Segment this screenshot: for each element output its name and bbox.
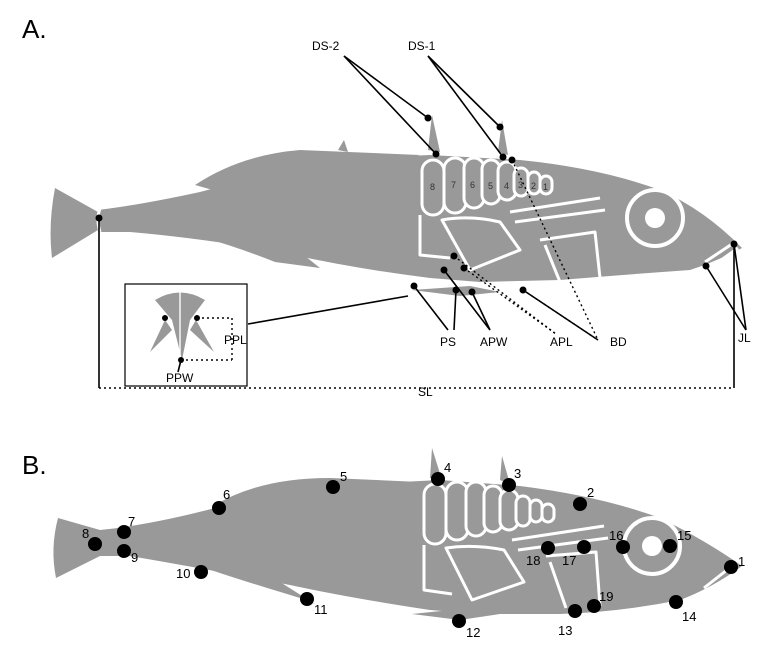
fish-a: 8 7 6 5 4 3 2 1: [50, 115, 742, 296]
svg-text:18: 18: [526, 553, 540, 568]
svg-text:14: 14: [682, 609, 696, 624]
label-apl: APL: [550, 335, 573, 349]
panel-a-leaders: [95, 55, 747, 389]
svg-text:8: 8: [82, 526, 89, 541]
dorsal-spine-1: [498, 120, 508, 155]
gill-lines-b: [511, 524, 609, 609]
landmark-6: 6: [212, 487, 230, 515]
landmark-3: 3: [502, 466, 521, 492]
landmark-11: 11: [300, 592, 328, 617]
landmark-14: 14: [669, 595, 696, 624]
svg-text:17: 17: [562, 553, 576, 568]
panel-b: B.: [22, 448, 745, 640]
landmark-17: 17: [562, 540, 591, 568]
label-ps: PS: [440, 335, 456, 349]
svg-text:8: 8: [430, 182, 435, 192]
svg-text:3: 3: [514, 466, 521, 481]
landmark-7: 7: [117, 514, 135, 539]
svg-text:6: 6: [470, 180, 475, 190]
landmark-15: 15: [663, 528, 691, 553]
svg-text:3: 3: [518, 180, 523, 190]
svg-text:4: 4: [444, 460, 451, 475]
svg-text:7: 7: [451, 180, 456, 190]
caudal-fin-b: [53, 518, 100, 578]
landmark-2: 2: [573, 485, 594, 511]
fish-body-b: [100, 480, 742, 614]
svg-text:9: 9: [131, 550, 138, 565]
landmark-4: 4: [431, 460, 451, 486]
label-ppl: PPL: [224, 333, 247, 347]
landmark-1: 1: [724, 554, 745, 574]
landmark-12: 12: [452, 614, 480, 640]
dorsal-spine-1-b: [500, 456, 510, 484]
label-bd: BD: [610, 335, 627, 349]
lateral-plates-b: [422, 480, 556, 546]
dorsal-nub: [338, 140, 348, 152]
plate-numbers: 8 7 6 5 4 3 2 1: [430, 180, 548, 192]
pelvic-spine-b: [412, 608, 500, 620]
svg-text:12: 12: [466, 625, 480, 640]
svg-text:2: 2: [531, 181, 536, 191]
svg-text:13: 13: [558, 623, 572, 638]
label-jl: JL: [738, 331, 751, 345]
label-ppw: PPW: [166, 371, 194, 385]
landmark-16: 16: [609, 528, 630, 554]
landmarks: 1 2 3 4 5 6 7 8 9 10 11 12 13 14 15 16 1…: [82, 460, 745, 640]
label-apw: APW: [480, 335, 508, 349]
lateral-plates: [420, 156, 554, 217]
pelvic-girdle: [418, 215, 522, 272]
label-ds2: DS-2: [312, 39, 340, 53]
panel-a: A.: [22, 14, 751, 399]
dorsal-spine-2-b: [430, 448, 442, 480]
fish-b: [53, 448, 742, 620]
svg-text:1: 1: [738, 554, 745, 569]
landmark-13: 13: [558, 604, 582, 638]
pelvic-inset: PPL PPW: [124, 283, 248, 387]
svg-text:10: 10: [176, 566, 190, 581]
landmark-18: 18: [526, 541, 555, 568]
svg-text:2: 2: [587, 485, 594, 500]
dorsal-spine-2: [428, 115, 440, 152]
svg-text:6: 6: [223, 487, 230, 502]
landmark-9: 9: [117, 544, 138, 565]
landmark-5: 5: [326, 469, 347, 494]
svg-text:4: 4: [504, 181, 509, 191]
eye-pupil: [645, 208, 665, 228]
svg-text:15: 15: [677, 528, 691, 543]
caudal-fin: [50, 188, 98, 258]
eye-pupil-b: [642, 536, 662, 556]
panel-b-letter: B.: [22, 450, 47, 480]
svg-text:7: 7: [128, 514, 135, 529]
svg-text:19: 19: [599, 589, 613, 604]
pelvic-girdle-b: [422, 544, 526, 602]
svg-text:5: 5: [488, 181, 493, 191]
svg-text:5: 5: [340, 469, 347, 484]
svg-text:11: 11: [314, 602, 328, 617]
label-ds1: DS-1: [408, 39, 436, 53]
panel-a-labels: DS-2 DS-1 PS APW APL BD JL SL: [312, 39, 751, 399]
landmark-8: 8: [82, 526, 102, 551]
svg-text:16: 16: [609, 528, 623, 543]
gill-lines: [509, 196, 606, 283]
svg-text:1: 1: [543, 182, 548, 192]
label-sl: SL: [418, 385, 433, 399]
panel-a-letter: A.: [22, 14, 47, 44]
landmark-10: 10: [176, 565, 208, 581]
landmark-19: 19: [587, 589, 613, 613]
